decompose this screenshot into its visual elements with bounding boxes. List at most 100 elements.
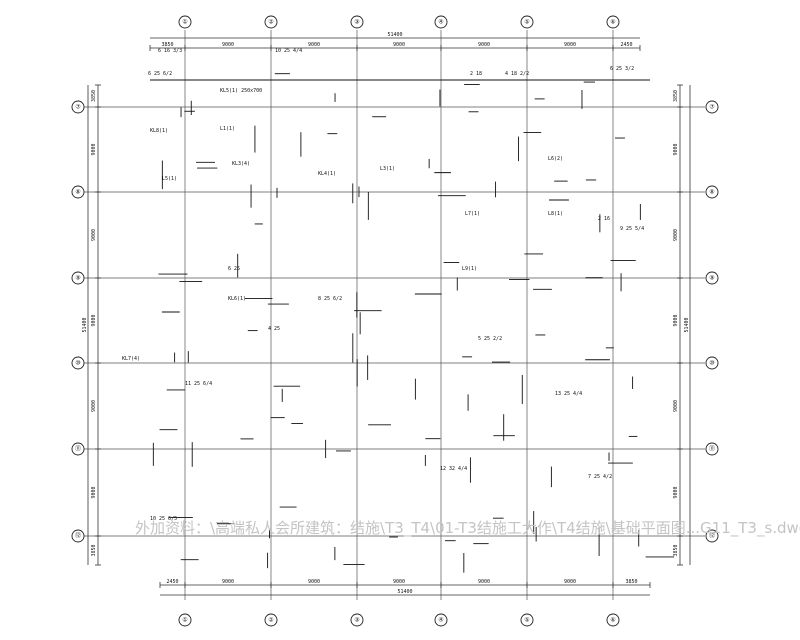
axis-bubble-col-2 (264, 15, 278, 29)
beam-label: 12 32 4/4 (440, 466, 467, 472)
beam-label: 11 25 6/4 (185, 381, 212, 387)
axis-label-col-1: ① (182, 19, 187, 26)
beam-label: L1(1) (220, 126, 235, 132)
bottom-dimension-segment-label: 9000 (393, 579, 405, 585)
axis-label-col-2: ② (268, 19, 274, 26)
beam-label: 6 25 (228, 266, 240, 272)
left-dimension-segment-label: 3850 (91, 90, 97, 102)
axis-label-row-5: ⑪ (75, 445, 81, 453)
beam-label: L5(1) (162, 176, 177, 182)
top-dimension-segment-label: 9000 (308, 42, 320, 48)
beam-label: 4 18 2/2 (505, 71, 529, 77)
bottom-dimension-segment-label: 3850 (625, 579, 637, 585)
axis-label-row-6: ⑫ (75, 532, 81, 540)
axis-label-row-3: ⑨ (75, 275, 80, 282)
axis-bubble-col-3 (350, 613, 364, 627)
axis-bubble-col-4 (434, 15, 448, 29)
beam-label: KL8(1) (150, 128, 168, 134)
bottom-dimension-segment-label: 9000 (308, 579, 320, 585)
axis-label-row-4: ⑩ (709, 360, 714, 367)
right-dimension-total-label: 51400 (684, 317, 690, 332)
beam-label: 9 25 5/4 (620, 226, 644, 232)
beam-label: 10 25 4/4 (275, 48, 302, 54)
bottom-dimension-total-label: 51400 (397, 589, 412, 595)
axis-bubble-col-3 (350, 15, 364, 29)
left-dimension-segment-label: 9000 (91, 486, 97, 498)
beam-label: 7 25 4/2 (588, 474, 612, 480)
axis-bubble-col-1 (178, 15, 192, 29)
left-dimension-segment-label: 9000 (91, 143, 97, 155)
beam-label: KL5(1) 250x700 (220, 88, 262, 94)
axis-label-row-2: ⑧ (709, 189, 714, 196)
grid-lines (80, 30, 705, 600)
beam-label: L7(1) (465, 211, 480, 217)
beam-label: 5 25 2/2 (478, 336, 502, 342)
top-dimension-segment-label: 3850 (161, 42, 173, 48)
axis-bubble-row-1 (71, 100, 85, 114)
axis-label-col-1: ① (182, 617, 187, 624)
axis-bubble-row-5 (71, 442, 85, 456)
axis-label-row-5: ⑪ (709, 445, 715, 453)
left-dimension-segment-label: 9000 (91, 314, 97, 326)
file-path-watermark: 外加资料：\高端私人会所建筑：结施\T3_T4\01-T3结施工大作\T4结施\… (135, 519, 800, 538)
axis-bubble-row-5 (705, 442, 719, 456)
beam-label: 6 25 6/2 (148, 71, 172, 77)
left-dimension-total-label: 51400 (82, 317, 88, 332)
beam-label: L8(1) (548, 211, 563, 217)
right-dimension-segment-label: 3850 (673, 90, 679, 102)
axis-bubble-row-3 (71, 271, 85, 285)
axis-bubble-row-4 (71, 356, 85, 370)
axis-bubble-row-6 (705, 529, 719, 543)
axis-label-col-6: ⑥ (610, 19, 615, 26)
axis-bubble-col-6 (606, 15, 620, 29)
beam-label: L9(1) (462, 266, 477, 272)
beam-label: 2 16 (598, 216, 610, 222)
left-dimension-segment-label: 9000 (91, 400, 97, 412)
top-dimension-total-label: 51400 (387, 32, 402, 38)
left-dimension-segment-label: 9000 (91, 229, 97, 241)
axis-label-row-1: ⑦ (75, 104, 81, 111)
right-dimension-segment-label: 9000 (673, 400, 679, 412)
beam-label: 13 25 4/4 (555, 391, 582, 397)
bottom-dimension-segment-label: 9000 (564, 579, 576, 585)
beam-label: KL7(4) (122, 356, 140, 362)
beam-label: 6 16 3/3 (158, 48, 182, 54)
right-dimension-segment-label: 3850 (673, 544, 679, 556)
axis-label-col-3: ③ (354, 19, 359, 26)
axis-bubble-row-1 (705, 100, 719, 114)
axis-bubble-row-3 (705, 271, 719, 285)
axis-bubble-row-2 (705, 185, 719, 199)
axis-label-col-5: ⑤ (524, 617, 529, 624)
axis-bubble-row-4 (705, 356, 719, 370)
axis-label-col-4: ④ (438, 19, 443, 26)
axis-label-row-2: ⑧ (75, 189, 80, 196)
top-dimension-segment-label: 9000 (478, 42, 490, 48)
top-dimension-segment-label: 9000 (564, 42, 576, 48)
axis-label-row-6: ⑫ (709, 532, 715, 540)
bottom-dimension-segment-label: 2450 (166, 579, 178, 585)
beam-label: 6 25 3/2 (610, 66, 634, 72)
beam-label: 2 18 (470, 71, 482, 77)
right-dimension-segment-label: 9000 (673, 143, 679, 155)
axis-label-col-5: ⑤ (524, 19, 529, 26)
axis-label-col-2: ② (268, 617, 274, 624)
right-dimension-segment-label: 9000 (673, 486, 679, 498)
beam-label: KL3(4) (232, 161, 250, 167)
axis-bubble-col-1 (178, 613, 192, 627)
axis-bubble-col-5 (520, 613, 534, 627)
beam-label: 4 25 (268, 326, 280, 332)
axis-bubble-col-5 (520, 15, 534, 29)
axis-label-col-3: ③ (354, 617, 359, 624)
left-dimension-segment-label: 3850 (91, 544, 97, 556)
axis-bubble-row-2 (71, 185, 85, 199)
bottom-dimension-segment-label: 9000 (478, 579, 490, 585)
axis-bubble-row-6 (71, 529, 85, 543)
dimension-chains: 3850 9000 9000 9000 9000 9000 2450 51400 2450 900… (82, 32, 691, 596)
beam-layout (150, 73, 675, 573)
axis-bubble-col-4 (434, 613, 448, 627)
axis-label-row-3: ⑨ (709, 275, 714, 282)
top-dimension-segment-label: 2450 (620, 42, 632, 48)
top-dimension-segment-label: 9000 (393, 42, 405, 48)
